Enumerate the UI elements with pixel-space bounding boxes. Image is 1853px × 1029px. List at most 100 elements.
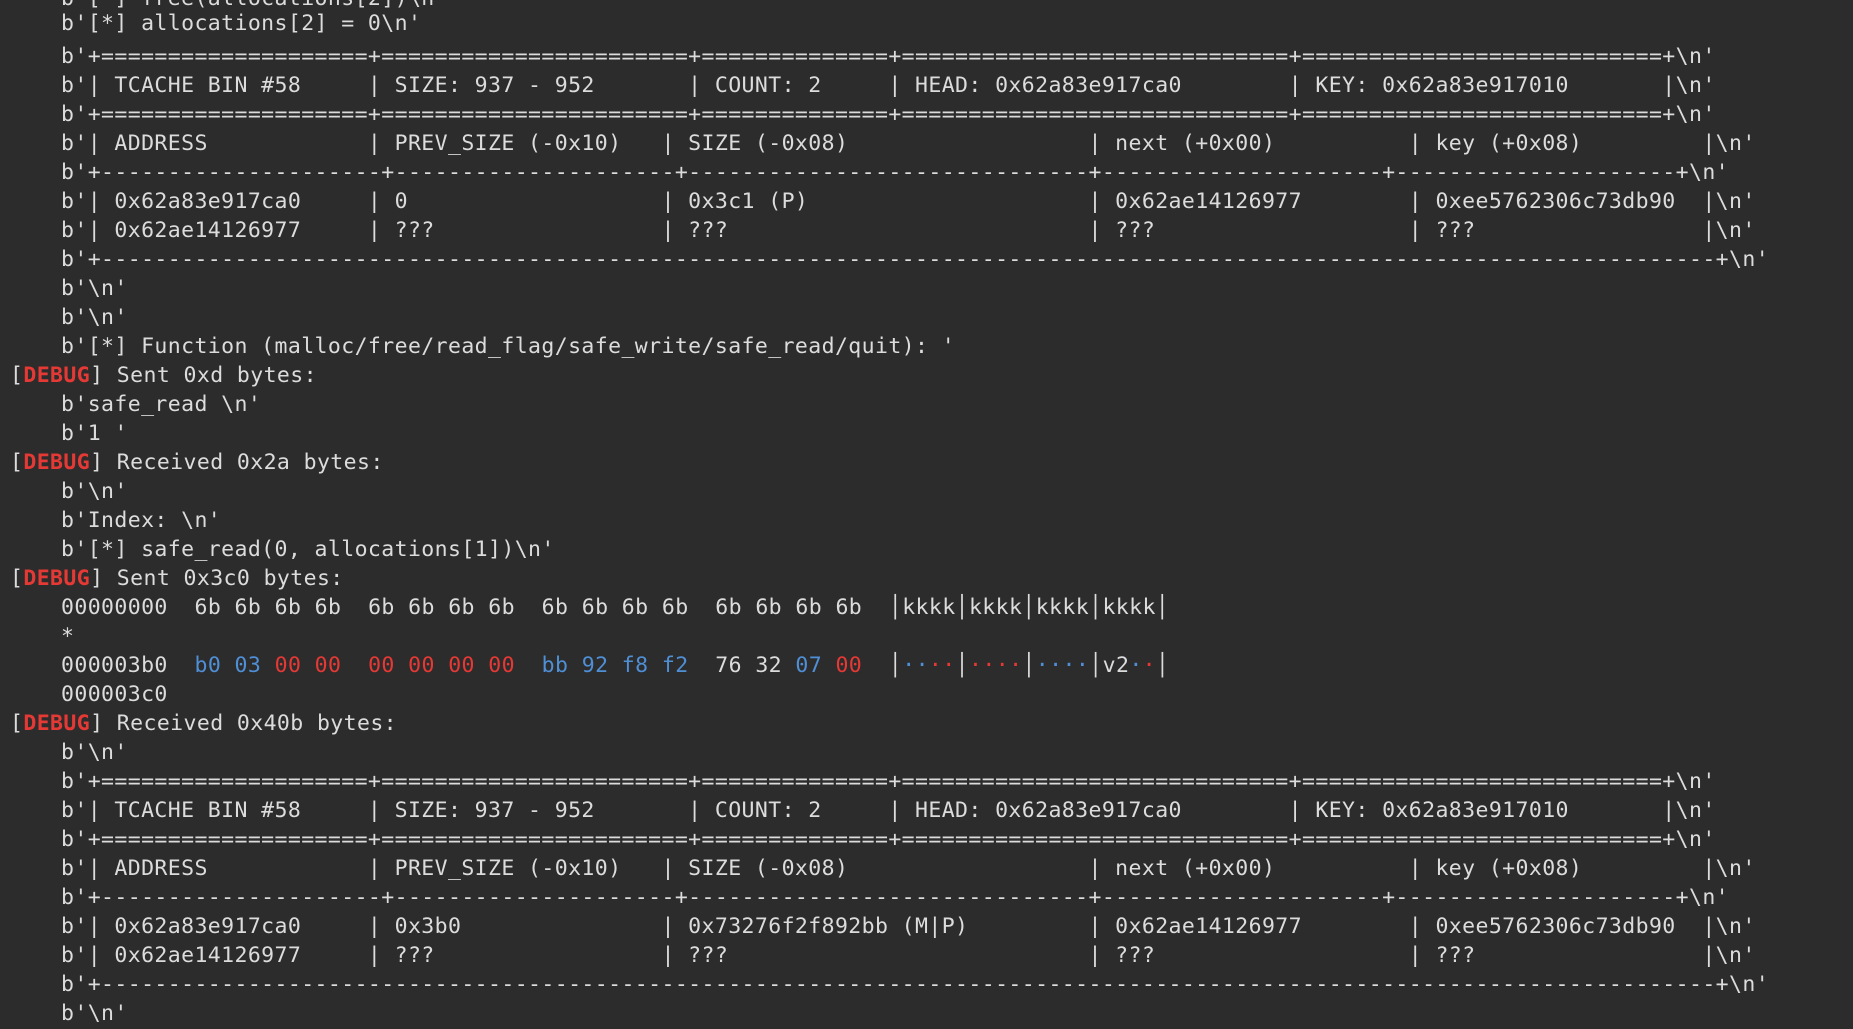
hexdump-ascii-char: ·: [995, 653, 1010, 678]
hexdump-byte: 6b: [541, 595, 569, 620]
hexdump-ascii-char: ·: [942, 653, 956, 678]
hexdump-row: 00000000 6b 6b 6b 6b 6b 6b 6b 6b 6b 6b 6…: [61, 595, 1170, 620]
debug-line: [DEBUG] Sent 0xd bytes:: [10, 363, 317, 388]
hexdump-byte: bb: [541, 653, 569, 678]
hexdump-byte: 00: [448, 653, 475, 678]
hexdump-ascii-char: ·: [1062, 653, 1076, 678]
debug-line: [DEBUG] Received 0x40b bytes:: [10, 711, 398, 736]
hexdump-ascii: v2··: [1103, 653, 1156, 678]
hexdump-byte: 6b: [194, 595, 222, 620]
hexdump-ascii-char: ·: [915, 653, 929, 678]
table-row: b'| 0x62ae14126977 | ??? | ??? | ??? | ?…: [61, 218, 1756, 243]
debug-line: [DEBUG] Received 0x2a bytes:: [10, 450, 384, 475]
debug-line: [DEBUG] Sent 0x3c0 bytes:: [10, 566, 344, 591]
hexdump-ascii-char: ·: [902, 653, 916, 678]
hexdump-byte: 03: [234, 653, 262, 678]
output-line: b'[*] allocations[2] = 0\n': [61, 11, 422, 36]
hexdump-byte: 00: [314, 653, 342, 678]
hexdump-byte: 92: [581, 653, 609, 678]
hexdump-ascii-char: ·: [1035, 653, 1050, 678]
hexdump-ascii-char: ·: [1129, 653, 1143, 678]
hexdump-ascii: kkkk: [968, 595, 1023, 620]
hexdump-offset: 00000000: [61, 595, 168, 620]
hexdump-offset: 000003b0: [61, 653, 168, 678]
hexdump-ascii-char: ·: [928, 653, 943, 678]
hexdump-byte: b0: [194, 653, 222, 678]
hexdump-byte: 6b: [368, 595, 395, 620]
debug-message: Sent 0xd bytes:: [116, 363, 317, 388]
hexdump-byte: 00: [408, 653, 435, 678]
debug-tag: DEBUG: [23, 711, 91, 736]
hexdump-ascii: ····: [969, 653, 1022, 678]
hexdump-byte: 6b: [314, 595, 342, 620]
output-line: b'\n': [61, 305, 128, 330]
hexdump-end-offset: 000003c0: [61, 682, 168, 707]
table-border: b'+====================+================…: [61, 769, 1716, 794]
hexdump-ascii: kkkk: [1035, 595, 1090, 620]
hexdump-byte: 00: [274, 653, 302, 678]
output-line: b'\n': [61, 276, 128, 301]
hexdump-byte: 6b: [621, 595, 649, 620]
output-line: b'[*] safe_read(0, allocations[1])\n': [61, 537, 555, 562]
hexdump-row: 000003b0 b0 03 00 00 00 00 00 00 bb 92 f…: [61, 653, 1170, 678]
hexdump-byte: 6b: [448, 595, 475, 620]
hexdump-ascii-char: ·: [1009, 653, 1023, 678]
debug-message: Sent 0x3c0 bytes:: [116, 566, 344, 591]
hexdump-ascii-char: ·: [982, 653, 996, 678]
hexdump-ascii-char: ·: [1142, 653, 1157, 678]
hexdump-byte: 6b: [274, 595, 302, 620]
hexdump-byte: f2: [661, 653, 689, 678]
hexdump-ascii: kkkk: [902, 595, 956, 620]
table-border: b'+-------------------------------------…: [61, 247, 1770, 272]
hexdump-ascii-char: 2: [1115, 653, 1130, 678]
hexdump-byte: 6b: [661, 595, 689, 620]
hexdump-ascii-char: ·: [1075, 653, 1090, 678]
table-border: b'+====================+================…: [61, 827, 1716, 852]
output-line: b'1 ': [61, 421, 128, 446]
table-header-row: b'| TCACHE BIN #58 | SIZE: 937 - 952 | C…: [61, 73, 1716, 98]
hexdump-repeat-marker: *: [61, 624, 75, 649]
hexdump-byte: 6b: [715, 595, 742, 620]
hexdump-byte: 6b: [835, 595, 863, 620]
output-line: b'\n': [61, 740, 128, 765]
table-column-header: b'| ADDRESS | PREV_SIZE (-0x10) | SIZE (…: [61, 856, 1756, 881]
debug-tag: DEBUG: [23, 363, 91, 388]
debug-tag: DEBUG: [23, 450, 91, 475]
hexdump-byte: 00: [368, 653, 395, 678]
output-line: b'Index: \n': [61, 508, 222, 533]
table-border: b'+====================+================…: [61, 44, 1716, 69]
hexdump-byte: f8: [621, 653, 649, 678]
hexdump-byte: 6b: [234, 595, 262, 620]
hexdump-byte: 6b: [488, 595, 515, 620]
hexdump-ascii: ····: [902, 653, 955, 678]
output-line: b'[*] Function (malloc/free/read_flag/sa…: [61, 334, 956, 359]
hexdump-ascii: ····: [1036, 653, 1089, 678]
table-row: b'| 0x62a83e917ca0 | 0 | 0x3c1 (P) | 0x6…: [61, 189, 1756, 214]
hexdump-ascii-char: v: [1102, 653, 1116, 678]
debug-tag: DEBUG: [23, 566, 91, 591]
table-border: b'+---------------------+---------------…: [61, 885, 1730, 910]
table-border: b'+====================+================…: [61, 102, 1716, 127]
table-border: b'+-------------------------------------…: [61, 972, 1770, 997]
output-line: b'\n': [61, 479, 128, 504]
output-line: b'\n': [61, 1001, 128, 1026]
hexdump-byte: 6b: [408, 595, 435, 620]
hexdump-ascii: kkkk: [1102, 595, 1156, 620]
hexdump-byte: 07: [795, 653, 823, 678]
hexdump-byte: 6b: [581, 595, 609, 620]
hexdump-byte: 00: [488, 653, 515, 678]
debug-message: Received 0x2a bytes:: [116, 450, 384, 475]
output-line: b'[*] free(allocations[2])\n': [0, 0, 448, 13]
hexdump-byte: 6b: [755, 595, 783, 620]
hexdump-ascii-char: ·: [969, 653, 983, 678]
table-border: b'+---------------------+---------------…: [61, 160, 1730, 185]
hexdump-byte: 00: [835, 653, 863, 678]
table-column-header: b'| ADDRESS | PREV_SIZE (-0x10) | SIZE (…: [61, 131, 1756, 156]
hexdump-byte: 6b: [795, 595, 823, 620]
hexdump-byte: 32: [755, 653, 783, 678]
hexdump-ascii-char: ·: [1049, 653, 1063, 678]
table-row: b'| 0x62ae14126977 | ??? | ??? | ??? | ?…: [61, 943, 1756, 968]
hexdump-byte: 76: [715, 653, 742, 678]
output-line: b'safe_read \n': [61, 392, 262, 417]
